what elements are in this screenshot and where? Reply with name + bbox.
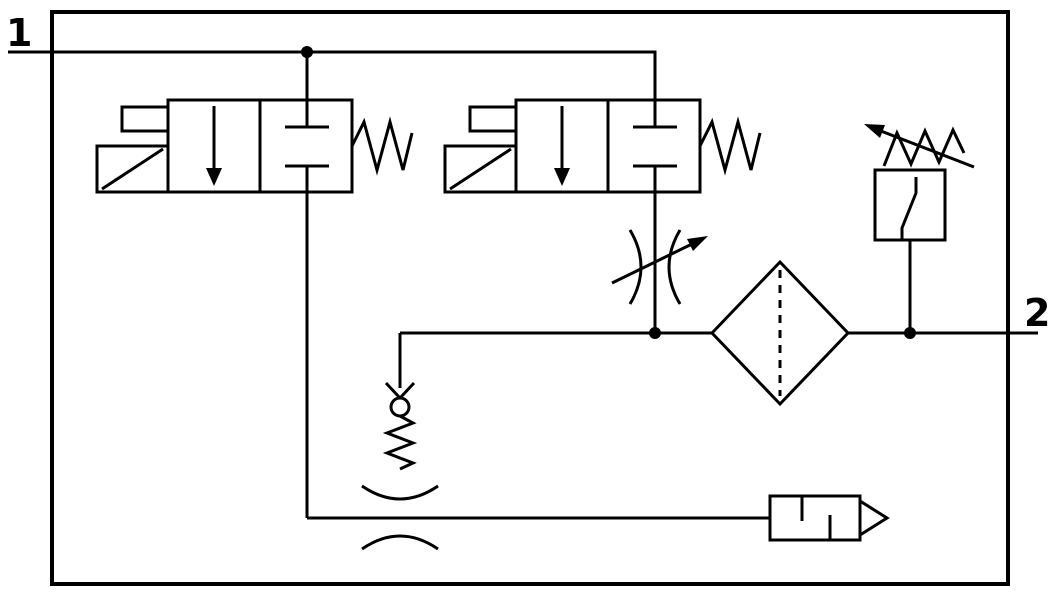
flow-arrow-icon — [206, 168, 222, 186]
flow-control-valve-icon — [611, 229, 708, 305]
junction-dot — [649, 327, 661, 339]
check-valve-icon — [382, 333, 418, 471]
flow-arrow-icon — [554, 168, 570, 186]
solenoid-valve-2-icon — [443, 98, 762, 194]
exhaust-triangle-icon — [858, 498, 890, 538]
filter-icon — [709, 259, 851, 407]
check-ball-icon — [389, 396, 411, 418]
pilot-line — [468, 105, 516, 133]
enclosure-border — [50, 10, 1010, 586]
restriction-icon — [361, 484, 439, 551]
solenoid-coil-icon — [443, 144, 518, 194]
adjust-spring-icon — [882, 126, 966, 168]
return-spring-icon — [698, 116, 762, 176]
return-spring-icon — [350, 116, 414, 176]
check-spring-icon — [382, 414, 418, 471]
valve-seat — [384, 381, 416, 400]
adjust-arrow-icon — [864, 124, 885, 138]
pilot-line — [120, 105, 168, 133]
junction-dot — [301, 46, 313, 58]
supply-line-port1 — [8, 46, 657, 100]
solenoid-coil-icon — [95, 144, 170, 194]
port-1-label: 1 — [6, 11, 32, 55]
silencer-icon — [768, 494, 890, 542]
adjust-arrow-icon — [687, 236, 708, 251]
switch-contact-icon — [900, 177, 918, 240]
port-2-label: 2 — [1024, 291, 1050, 335]
pressure-switch-icon — [864, 124, 975, 333]
solenoid-valve-1-icon — [95, 98, 414, 194]
